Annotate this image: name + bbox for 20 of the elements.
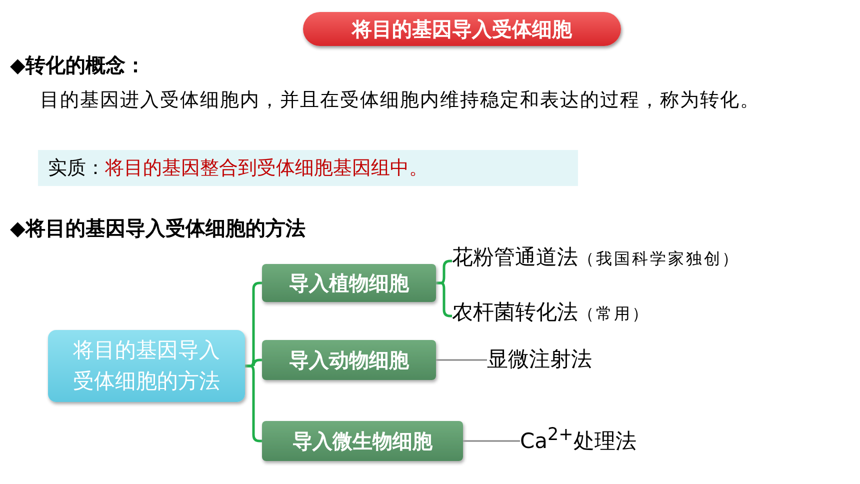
method-name: 显微注射法 [487, 346, 592, 373]
category-node: 导入动物细胞 [262, 340, 436, 380]
method-note: （常用） [578, 304, 650, 325]
category-node: 导入微生物细胞 [262, 421, 463, 461]
section-heading: ◆转化的概念： [10, 52, 146, 79]
root-node: 将目的基因导入受体细胞的方法 [48, 330, 245, 402]
definition-paragraph: 目的基因进入受体细胞内，并且在受体细胞内维持稳定和表达的过程，称为转化。 [40, 88, 761, 113]
section-heading: ◆将目的基因导入受体细胞的方法 [10, 215, 306, 242]
title-banner: 将目的基因导入受体细胞 [303, 12, 621, 46]
method-note: （我国科学家独创） [578, 249, 740, 270]
highlight-text: 将目的基因整合到受体细胞基因组中。 [105, 156, 428, 181]
connector-line [463, 440, 520, 442]
category-node: 导入植物细胞 [262, 264, 436, 302]
connector-line [436, 359, 487, 361]
highlight-label: 实质： [48, 156, 105, 181]
brace-connector [245, 364, 262, 442]
method-name: 农杆菌转化法 [452, 299, 578, 326]
highlight-box [38, 150, 578, 186]
method-name: Ca$^{2+}$处理法 [520, 425, 636, 455]
method-name: 花粉管通道法 [452, 244, 578, 271]
